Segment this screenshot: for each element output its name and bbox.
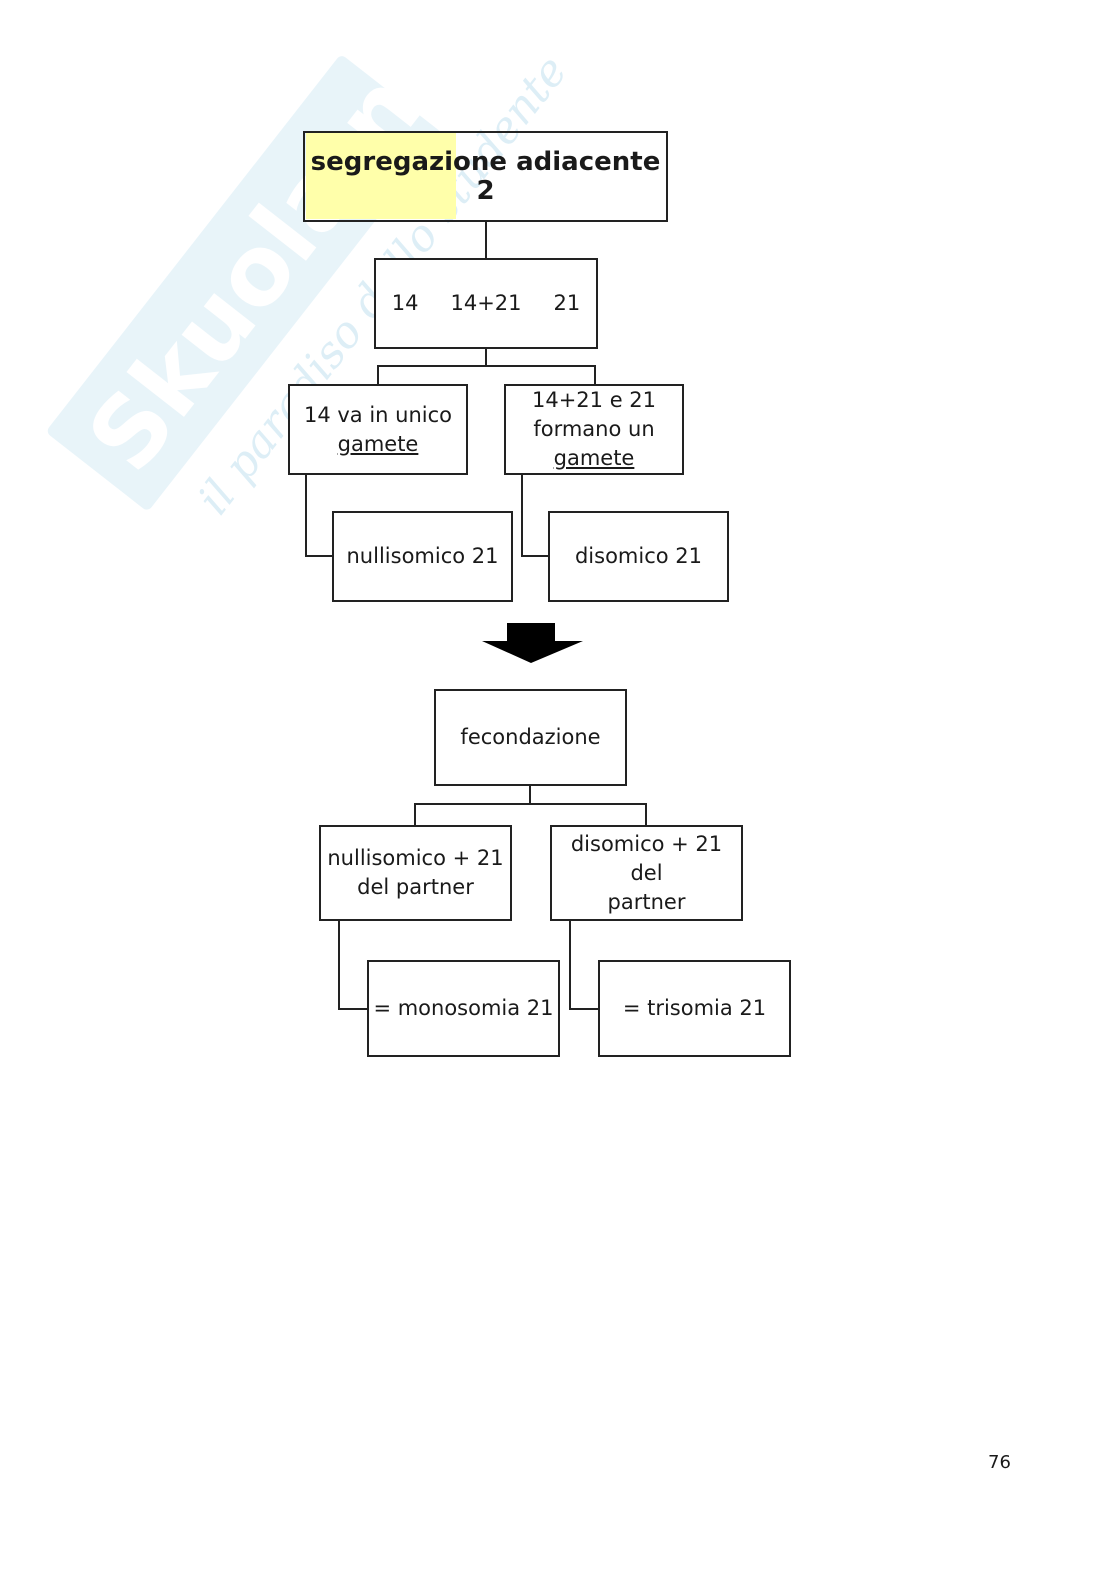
branch-right-box: 14+21 e 21 formano un gamete (504, 384, 684, 475)
connector-outcome-left-vertical (338, 920, 340, 1010)
connector-title-to-chromosomes (485, 221, 487, 259)
title-box: segregazione adiacente 2 (303, 131, 668, 222)
chromosomes-text: 14 14+21 21 (391, 291, 581, 315)
chromosomes-box: 14 14+21 21 (374, 258, 598, 349)
branch-right-line1: 14+21 e 21 (531, 388, 657, 412)
branch-right-line3: gamete (553, 446, 635, 470)
result-right-box: disomico 21 (548, 511, 729, 602)
connector-branch-horizontal (377, 365, 596, 367)
title-highlight (306, 133, 456, 219)
connector-combo-left-down (414, 803, 416, 826)
connector-fertilization-down (529, 785, 531, 805)
combo-left-line1: nullisomico + 21 (327, 846, 504, 870)
fertilization-box: fecondazione (434, 689, 627, 786)
page-number: 76 (988, 1452, 1011, 1473)
down-arrow-icon (482, 623, 583, 663)
branch-left-line1: 14 va in unico (303, 402, 453, 427)
outcome-right-text: = trisomia 21 (622, 996, 767, 1020)
connector-branch-left-down (377, 365, 379, 385)
connector-right-elbow-vertical (521, 474, 523, 557)
combo-left-line2: del partner (357, 875, 474, 899)
outcome-left-box: = monosomia 21 (367, 960, 560, 1057)
connector-branch-right-down (594, 365, 596, 385)
connector-outcome-left-horizontal (338, 1008, 369, 1010)
branch-right-line2: formano un (533, 417, 655, 441)
connector-combo-horizontal (414, 803, 647, 805)
result-left-box: nullisomico 21 (332, 511, 513, 602)
fertilization-text: fecondazione (460, 725, 601, 749)
outcome-right-box: = trisomia 21 (598, 960, 791, 1057)
connector-outcome-right-vertical (569, 920, 571, 1010)
connector-left-elbow-vertical (305, 474, 307, 557)
connector-chromosomes-down (485, 348, 487, 366)
outcome-left-text: = monosomia 21 (373, 996, 554, 1020)
result-right-text: disomico 21 (574, 544, 703, 568)
combo-right-box: disomico + 21 del partner (550, 825, 743, 921)
connector-combo-right-down (645, 803, 647, 826)
combo-right-line2: partner (607, 889, 686, 914)
combo-right-line1: disomico + 21 del (570, 831, 723, 885)
connector-outcome-right-horizontal (569, 1008, 600, 1010)
branch-left-box: 14 va in unico gamete (288, 384, 468, 475)
connector-left-elbow-horizontal (305, 555, 334, 557)
combo-left-box: nullisomico + 21 del partner (319, 825, 512, 921)
connector-right-elbow-horizontal (521, 555, 550, 557)
result-left-text: nullisomico 21 (346, 544, 499, 568)
branch-left-line2: gamete (337, 431, 419, 456)
title-text: segregazione adiacente 2 (310, 146, 661, 206)
